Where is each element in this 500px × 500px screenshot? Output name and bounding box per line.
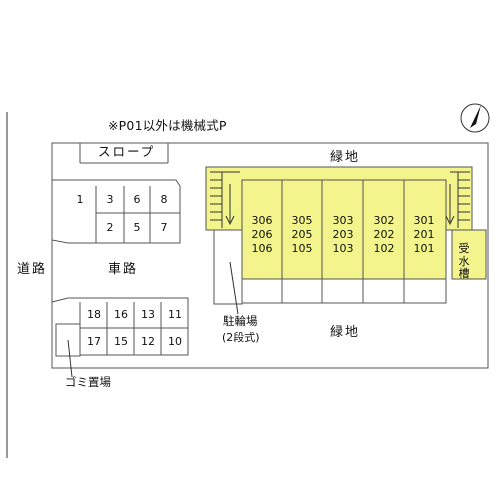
parking-slot-label: 12 <box>141 335 155 348</box>
room-number: 205 <box>291 228 313 241</box>
building-units <box>241 179 447 280</box>
room-column-305: 305 205 105 <box>282 214 322 256</box>
stairs-right <box>445 171 470 228</box>
room-number: 203 <box>332 228 354 241</box>
parking-slot-label: 3 <box>106 193 114 206</box>
room-column-301: 301 201 101 <box>404 214 444 256</box>
room-number: 102 <box>373 242 395 255</box>
room-number: 206 <box>251 228 273 241</box>
road-label: 道路 <box>17 262 48 277</box>
trash-area-label: ゴミ置場 <box>65 375 111 389</box>
green-area-top-label: 緑地 <box>330 150 361 165</box>
stairs-left <box>210 171 240 228</box>
parking-slot-label: 7 <box>160 221 168 234</box>
parking-slot-label: 13 <box>141 308 155 321</box>
bike-parking-sub-label: (2段式) <box>222 331 260 344</box>
room-number: 106 <box>251 242 273 255</box>
water-tank-label: 受水槽 <box>458 242 470 281</box>
trash-area <box>55 323 81 357</box>
parking-note: ※P01以外は機械式P <box>108 118 227 133</box>
room-number: 301 <box>413 214 435 227</box>
parking-slot-label: 16 <box>114 308 128 321</box>
bike-parking-label: 駐輪場 <box>223 314 258 328</box>
parking-slot-label: 6 <box>133 193 141 206</box>
parking-slot-label: 15 <box>114 335 128 348</box>
green-area-bottom-label: 緑地 <box>330 325 361 340</box>
room-number: 302 <box>373 214 395 227</box>
room-column-303: 303 203 103 <box>323 214 363 256</box>
room-number: 306 <box>251 214 273 227</box>
north-arrow-icon <box>460 103 490 133</box>
trash-leader-line <box>67 339 73 378</box>
room-number: 201 <box>413 228 435 241</box>
parking-slot-label: 8 <box>160 193 168 206</box>
room-column-302: 302 202 102 <box>364 214 404 256</box>
room-number: 303 <box>332 214 354 227</box>
parking-slot-label: 17 <box>87 335 101 348</box>
parking-slot-label: 1 <box>76 193 84 206</box>
parking-slot-label: 18 <box>87 308 101 321</box>
bike-parking <box>213 229 243 305</box>
room-number: 103 <box>332 242 354 255</box>
parking-slot-label: 11 <box>168 308 182 321</box>
balcony-strip <box>241 278 447 304</box>
parking-block-upper <box>51 179 181 244</box>
room-number: 305 <box>291 214 313 227</box>
slope-label: スロープ <box>98 144 156 159</box>
room-number: 101 <box>413 242 435 255</box>
parking-slot-label: 10 <box>168 335 182 348</box>
parking-slot-label: 5 <box>133 221 141 234</box>
room-column-306: 306 206 106 <box>242 214 282 256</box>
bike-leader-line <box>229 261 239 315</box>
room-number: 202 <box>373 228 395 241</box>
water-tank <box>451 229 487 280</box>
driveway-label: 車路 <box>108 262 139 277</box>
site-boundary <box>51 142 489 369</box>
parking-slot-label: 2 <box>106 221 114 234</box>
room-number: 105 <box>291 242 313 255</box>
